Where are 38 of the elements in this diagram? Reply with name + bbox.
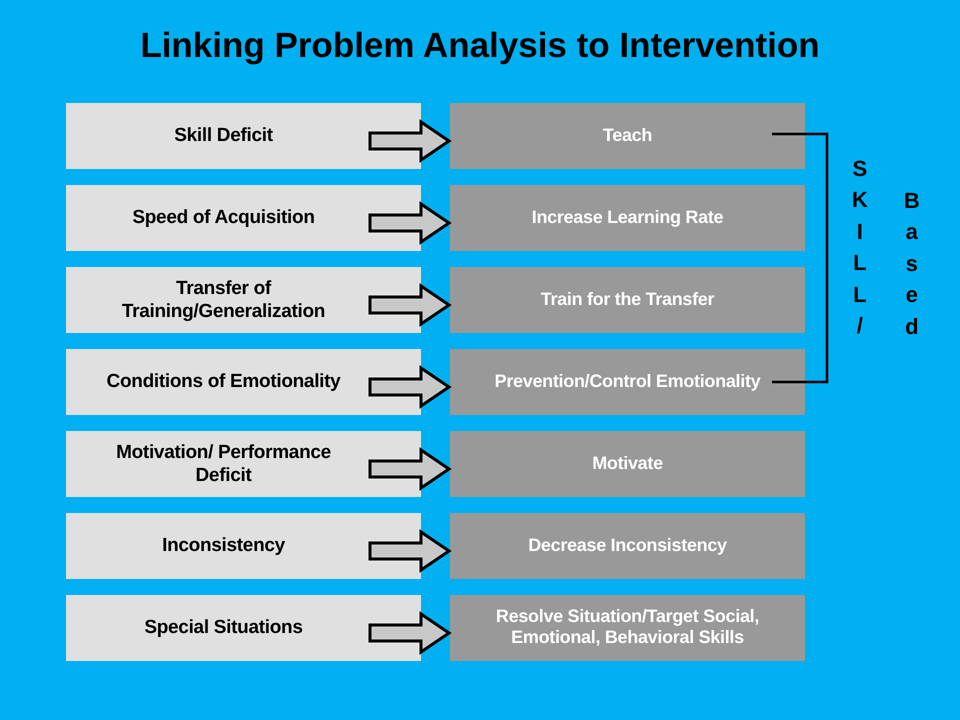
- box-text: Prevention/Control Emotionality: [494, 370, 760, 392]
- box-text: Teach: [602, 124, 652, 146]
- intervention-box: [450, 513, 805, 579]
- problem-box: [66, 185, 421, 251]
- intervention-box: [450, 267, 805, 333]
- box-text: Skill Deficit: [174, 124, 273, 148]
- block-arrow: [368, 119, 452, 163]
- box-text: Speed of Acquisition: [132, 206, 315, 230]
- block-arrow: [368, 365, 452, 409]
- box-text: Motivation/ Performance Deficit: [115, 440, 332, 488]
- intervention-box: [450, 431, 805, 497]
- box-text: Special Situations: [144, 616, 303, 640]
- problem-box: [66, 103, 421, 169]
- box-text: Motivate: [592, 452, 663, 474]
- block-arrow: [368, 611, 452, 655]
- intervention-box: [450, 349, 805, 415]
- problem-box: [66, 267, 421, 333]
- intervention-box: [450, 103, 805, 169]
- box-text: Increase Learning Rate: [532, 206, 724, 228]
- box-text: Resolve Situation/Target Social, Emotional, Behavioral Skills: [494, 606, 760, 648]
- block-arrow: [368, 201, 452, 245]
- box-text: Transfer of Training/Generalization: [120, 276, 326, 324]
- box-text: Train for the Transfer: [540, 288, 714, 310]
- title: Linking Problem Analysis to Intervention: [139, 26, 821, 66]
- box-text: Inconsistency: [162, 534, 285, 558]
- box-text: Conditions of Emotionality: [106, 370, 340, 394]
- vertical-label: Based: [903, 187, 921, 341]
- problem-box: [66, 431, 421, 497]
- block-arrow: [368, 283, 452, 327]
- intervention-box: [450, 185, 805, 251]
- block-arrow: [368, 447, 452, 491]
- block-arrow: [368, 529, 452, 573]
- problem-box: [66, 349, 421, 415]
- box-text: Decrease Inconsistency: [528, 534, 727, 556]
- problem-box: [66, 513, 421, 579]
- problem-box: [66, 595, 421, 661]
- vertical-label: SKILL/: [851, 155, 869, 340]
- intervention-box: [450, 595, 805, 661]
